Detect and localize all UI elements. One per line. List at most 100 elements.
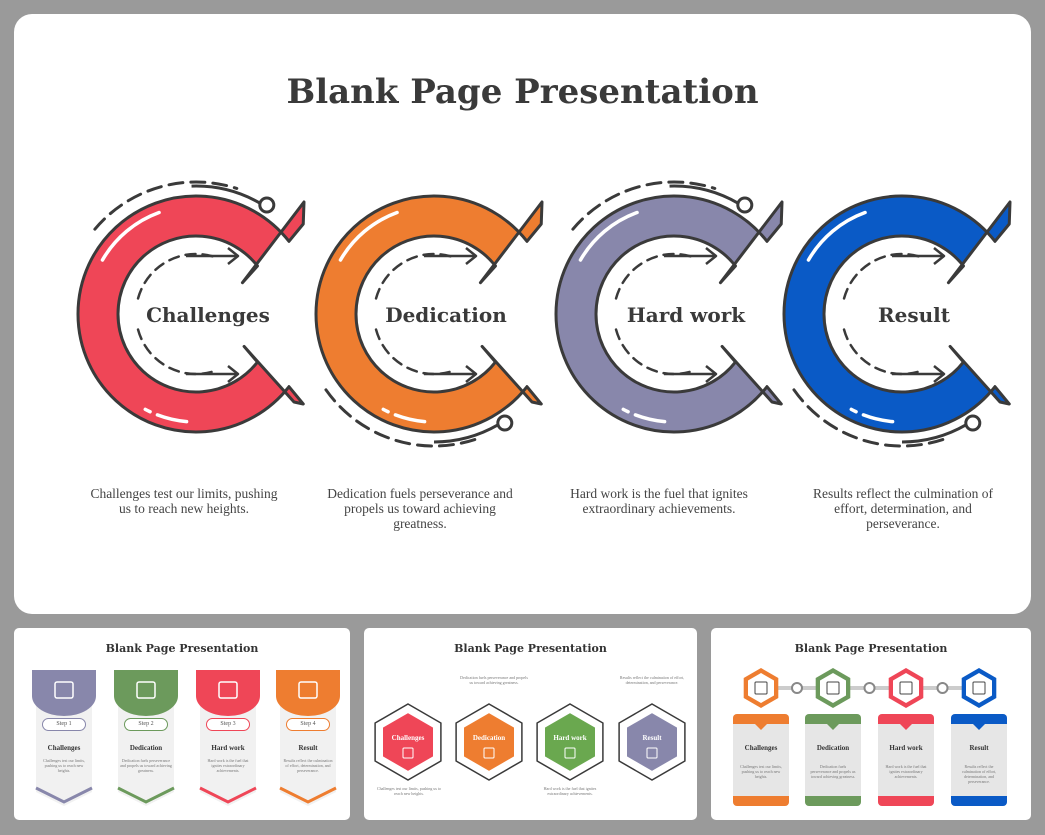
step-card-2[interactable]: Step 2 Dedication Dedication fuels perse… (114, 670, 178, 808)
step-text: Results reflect the culmination of effor… (283, 758, 333, 773)
node-hex-inner (748, 673, 774, 703)
step-text: Challenges test our limits, pushing us t… (43, 758, 85, 773)
hex-icon (646, 747, 658, 759)
thumbnail-slide-1[interactable]: Blank Page Presentation Step 1 Challenge… (14, 628, 350, 820)
step-label-4: Result (878, 303, 951, 327)
outer-dashed-arc (324, 388, 477, 448)
hexagon-1: Challenges (374, 703, 442, 781)
thumbnail-slide-2[interactable]: Blank Page Presentation Challenges Dedica… (364, 628, 697, 820)
highlight-stroke (806, 210, 867, 262)
timeline-dot (863, 682, 876, 694)
step-card-3[interactable]: Step 3 Hard work Hard work is the fuel t… (196, 670, 260, 808)
timeline-node-2 (815, 668, 851, 708)
hex-label: Result (642, 734, 662, 742)
step-1-description: Challenges test our limits, pushing us t… (90, 486, 278, 516)
timeline-node-4 (961, 668, 997, 708)
inner-dashed-arc (136, 328, 213, 376)
inner-arrow-head (465, 247, 478, 265)
timeline-node-1 (743, 668, 779, 708)
connector-circle (496, 414, 514, 432)
hex-3-caption: Hard work is the fuel that ignites extra… (543, 786, 597, 796)
card-pointer (827, 724, 839, 730)
step-card-1[interactable]: Step 1 Challenges Challenges test our li… (32, 670, 96, 808)
card-pointer (755, 724, 767, 730)
card-text: Challenges test our limits, pushing us t… (740, 764, 782, 779)
step-label: Result (298, 744, 318, 752)
step-label-3: Hard work (627, 303, 746, 327)
card-top-bar (805, 714, 861, 724)
outer-arc-line (433, 423, 499, 444)
outer-arc-line (669, 184, 739, 205)
card-bottom-bar (951, 796, 1007, 806)
inner-arrow-head (465, 365, 478, 383)
step-icon (298, 681, 318, 699)
highlight-stroke (621, 407, 667, 424)
hex-icon (402, 747, 414, 759)
card-text: Hard work is the fuel that ignites extra… (885, 764, 927, 779)
hex-outline (536, 703, 604, 781)
step-card-4[interactable]: Step 4 Result Results reflect the culmin… (276, 670, 340, 808)
inner-dashed-arc (842, 328, 919, 376)
timeline-card-4[interactable]: Result Results reflect the culmination o… (951, 714, 1007, 806)
card-shape (276, 670, 340, 806)
timeline-card-3[interactable]: Hard work Hard work is the fuel that ign… (878, 714, 934, 806)
hexagon-2: Dedication (455, 703, 523, 781)
timeline-card-2[interactable]: Dedication Dedication fuels perseverance… (805, 714, 861, 806)
card-shape (32, 670, 96, 806)
card-text: Dedication fuels perseverance and propel… (810, 764, 856, 779)
card-label: Hard work (889, 744, 923, 752)
step-icon (136, 681, 156, 699)
step-icon (218, 681, 238, 699)
inner-arrow-head (933, 247, 946, 265)
card-bottom-bar (878, 796, 934, 806)
step-2-description: Dedication fuels perseverance and propel… (327, 486, 513, 531)
card-label: Challenges (744, 744, 778, 752)
step-label: Challenges (47, 744, 81, 752)
hex-fill (543, 710, 597, 774)
inner-arrow-head (227, 365, 240, 383)
hexagon-3: Hard work (536, 703, 604, 781)
card-shape (114, 670, 178, 806)
hex-fill (625, 710, 679, 774)
card-pointer (900, 724, 912, 730)
timeline-dot (791, 682, 803, 694)
card-pointer (973, 724, 985, 730)
card-top-bar (733, 714, 789, 724)
arrow-band (554, 194, 784, 434)
hexagon-4: Result (618, 703, 686, 781)
arrow-band (314, 194, 544, 434)
step-3-description: Hard work is the fuel that ignites extra… (570, 486, 748, 516)
hex-outline (374, 703, 442, 781)
card-text: Results reflect the culmination of effor… (961, 764, 997, 784)
hex-2-caption: Dedication fuels perseverance and propel… (460, 675, 528, 685)
node-icon (826, 681, 840, 695)
thumb-1-title: Blank Page Presentation (105, 642, 259, 655)
step-label-1: Challenges (146, 303, 270, 327)
node-icon (899, 681, 913, 695)
inner-arrow-head (705, 247, 718, 265)
step-text: Dedication fuels perseverance and propel… (120, 758, 172, 773)
highlight-stroke (849, 407, 895, 424)
cycle-arrow-1: Challenges (76, 180, 306, 434)
node-hex-inner (893, 673, 919, 703)
timeline-dot (936, 682, 949, 694)
outer-dashed-arc (792, 388, 945, 448)
inner-dashed-arc (374, 328, 451, 376)
inner-dashed-arc (136, 252, 218, 300)
node-icon (972, 681, 986, 695)
card-shape (196, 670, 260, 806)
step-pill: Step 2 (124, 718, 168, 731)
hex-label: Challenges (392, 734, 425, 742)
thumb-2-title: Blank Page Presentation (454, 642, 607, 655)
timeline-card-1[interactable]: Challenges Challenges test our limits, p… (733, 714, 789, 806)
outer-arc-line (191, 184, 261, 205)
hex-label: Dedication (473, 734, 505, 742)
inner-dashed-arc (614, 252, 696, 300)
thumbnail-slide-3[interactable]: Blank Page Presentation Challenges Chall… (711, 628, 1031, 820)
hex-outline (455, 703, 523, 781)
hexagon-diagram: Challenges Dedication Hard work Result (374, 703, 686, 781)
step-pill: Step 4 (286, 718, 330, 731)
card-label: Result (969, 744, 989, 752)
